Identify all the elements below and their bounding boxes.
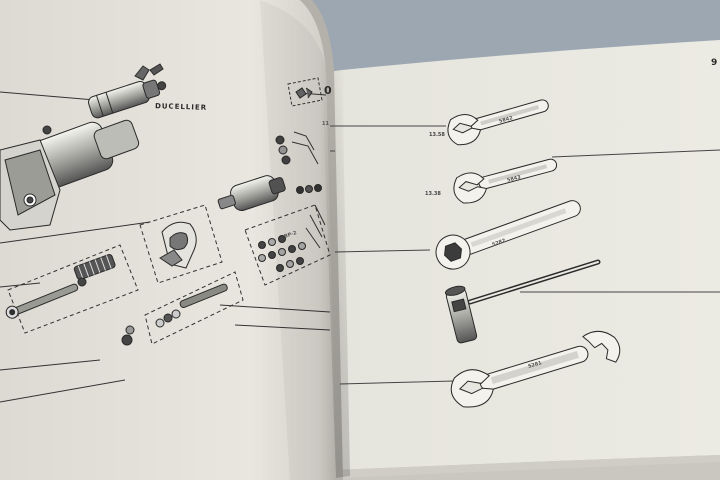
- right-page: [322, 40, 720, 470]
- dimension-label-1: 13.58: [429, 132, 445, 138]
- starter-motor-drawing: [0, 63, 331, 403]
- reference-mark: 11: [322, 121, 329, 127]
- dimension-label-2: 13.38: [425, 191, 441, 197]
- tool-kit-drawing: [330, 99, 720, 408]
- left-page-number: 0: [324, 84, 332, 97]
- right-page-number: 9: [711, 58, 718, 68]
